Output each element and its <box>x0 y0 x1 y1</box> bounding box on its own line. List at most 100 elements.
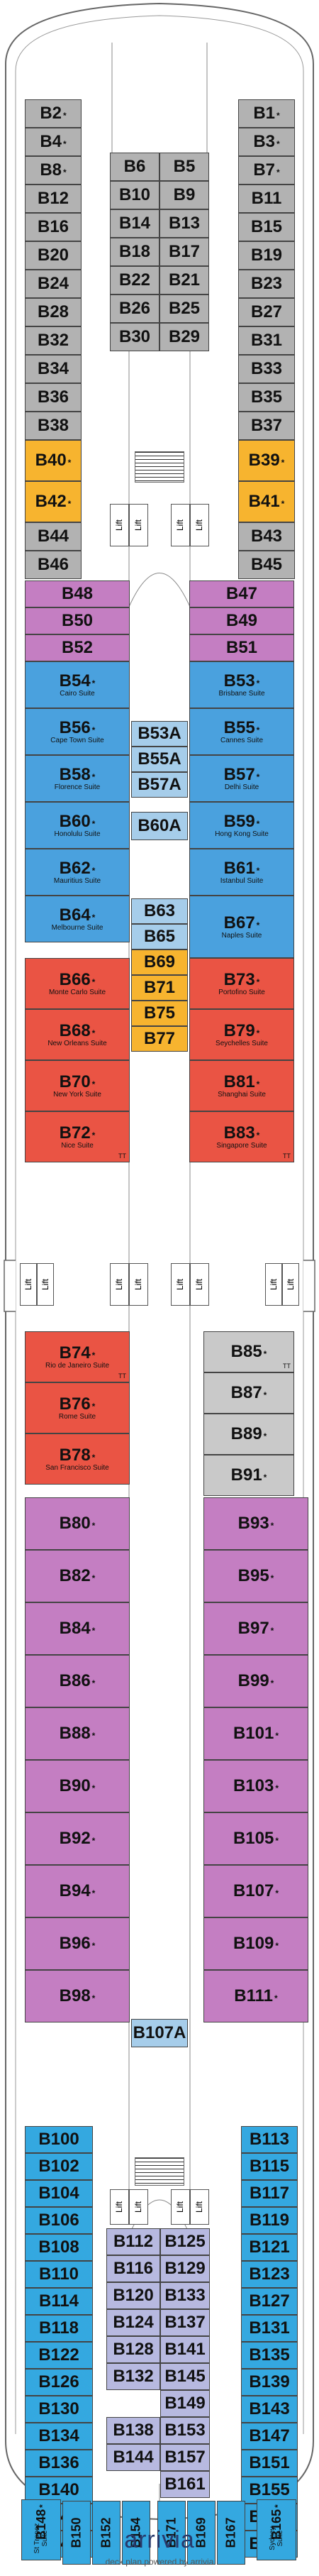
cabin-b80[interactable]: B80* <box>25 1497 130 1550</box>
cabin-b9[interactable]: B9 <box>160 181 209 209</box>
cabin-b63[interactable]: B63 <box>131 898 188 924</box>
cabin-b56[interactable]: B56*Cape Town Suite <box>25 708 130 755</box>
cabin-b157[interactable]: B157 <box>160 2444 210 2471</box>
cabin-b126[interactable]: B126 <box>25 2369 93 2396</box>
cabin-b76[interactable]: B76*Rome Suite <box>25 1382 130 1433</box>
cabin-b52[interactable]: B52 <box>25 634 130 661</box>
cabin-b90[interactable]: B90* <box>25 1760 130 1812</box>
cabin-b104[interactable]: B104 <box>25 2180 93 2207</box>
cabin-b100[interactable]: B100 <box>25 2126 93 2153</box>
cabin-b127[interactable]: B127 <box>241 2288 298 2315</box>
cabin-b106[interactable]: B106 <box>25 2207 93 2234</box>
cabin-b61[interactable]: B61*Istanbul Suite <box>189 849 294 896</box>
cabin-b69[interactable]: B69 <box>131 950 188 975</box>
cabin-b152[interactable]: B152 <box>92 2501 121 2565</box>
cabin-b45[interactable]: B45 <box>238 551 295 579</box>
cabin-b151[interactable]: B151 <box>241 2450 298 2477</box>
cabin-b171[interactable]: B171 <box>157 2501 186 2565</box>
cabin-b96[interactable]: B96* <box>25 1917 130 1970</box>
cabin-b60[interactable]: B60*Honolulu Suite <box>25 802 130 849</box>
cabin-b70[interactable]: B70*New York Suite <box>25 1060 130 1111</box>
cabin-b46[interactable]: B46 <box>25 551 82 579</box>
cabin-b165[interactable]: B165*Sydney Suite <box>257 2499 296 2560</box>
cabin-b10[interactable]: B10 <box>110 181 160 209</box>
cabin-b121[interactable]: B121 <box>241 2234 298 2261</box>
cabin-b125[interactable]: B125 <box>160 2228 210 2255</box>
cabin-b102[interactable]: B102 <box>25 2153 93 2180</box>
cabin-b44[interactable]: B44 <box>25 522 82 551</box>
cabin-b131[interactable]: B131 <box>241 2315 298 2342</box>
cabin-b92[interactable]: B92* <box>25 1812 130 1865</box>
cabin-b66[interactable]: B66*Monte Carlo Suite <box>25 958 130 1009</box>
cabin-b139[interactable]: B139 <box>241 2369 298 2396</box>
cabin-b79[interactable]: B79*Seychelles Suite <box>189 1009 294 1060</box>
cabin-b32[interactable]: B32 <box>25 326 82 355</box>
cabin-b137[interactable]: B137 <box>160 2309 210 2336</box>
cabin-b114[interactable]: B114 <box>25 2288 93 2315</box>
cabin-b68[interactable]: B68*New Orleans Suite <box>25 1009 130 1060</box>
cabin-b48[interactable]: B48 <box>25 580 130 607</box>
cabin-b88[interactable]: B88* <box>25 1707 130 1760</box>
cabin-b49[interactable]: B49 <box>189 607 294 634</box>
cabin-b112[interactable]: B112 <box>106 2228 160 2255</box>
cabin-b85[interactable]: B85*TT <box>203 1331 294 1372</box>
cabin-b47[interactable]: B47 <box>189 580 294 607</box>
cabin-b116[interactable]: B116 <box>106 2255 160 2282</box>
cabin-b20[interactable]: B20 <box>25 241 82 270</box>
cabin-b130[interactable]: B130 <box>25 2396 93 2423</box>
cabin-b25[interactable]: B25 <box>160 295 209 323</box>
cabin-b31[interactable]: B31 <box>238 326 295 355</box>
cabin-b55[interactable]: B55*Cannes Suite <box>189 708 294 755</box>
cabin-b4[interactable]: B4* <box>25 128 82 156</box>
cabin-b8[interactable]: B8* <box>25 156 82 185</box>
cabin-b101[interactable]: B101* <box>203 1707 308 1760</box>
cabin-b107[interactable]: B107* <box>203 1865 308 1917</box>
cabin-b28[interactable]: B28 <box>25 298 82 326</box>
cabin-b51[interactable]: B51 <box>189 634 294 661</box>
cabin-b103[interactable]: B103* <box>203 1760 308 1812</box>
cabin-b26[interactable]: B26 <box>110 295 160 323</box>
cabin-b7[interactable]: B7* <box>238 156 295 185</box>
cabin-b22[interactable]: B22 <box>110 266 160 295</box>
cabin-b134[interactable]: B134 <box>25 2423 93 2450</box>
cabin-b129[interactable]: B129 <box>160 2255 210 2282</box>
cabin-b86[interactable]: B86* <box>25 1655 130 1707</box>
cabin-b35[interactable]: B35 <box>238 383 295 412</box>
cabin-b148[interactable]: B148*St Tropez Suite <box>21 2499 61 2560</box>
cabin-b53[interactable]: B53*Brisbane Suite <box>189 661 294 708</box>
cabin-b84[interactable]: B84* <box>25 1602 130 1655</box>
cabin-b119[interactable]: B119 <box>241 2207 298 2234</box>
cabin-b14[interactable]: B14 <box>110 209 160 238</box>
cabin-b57a[interactable]: B57A <box>131 772 188 798</box>
cabin-b94[interactable]: B94* <box>25 1865 130 1917</box>
cabin-b62[interactable]: B62*Mauritius Suite <box>25 849 130 896</box>
cabin-b55a[interactable]: B55A <box>131 747 188 772</box>
cabin-b36[interactable]: B36 <box>25 383 82 412</box>
cabin-b23[interactable]: B23 <box>238 270 295 298</box>
cabin-b65[interactable]: B65 <box>131 924 188 950</box>
cabin-b144[interactable]: B144 <box>106 2444 160 2471</box>
cabin-b105[interactable]: B105* <box>203 1812 308 1865</box>
cabin-b13[interactable]: B13 <box>160 209 209 238</box>
cabin-b107a[interactable]: B107A <box>131 2019 188 2047</box>
cabin-b161[interactable]: B161 <box>160 2471 210 2498</box>
cabin-b138[interactable]: B138 <box>106 2417 160 2444</box>
cabin-b73[interactable]: B73*Portofino Suite <box>189 958 294 1009</box>
cabin-b54[interactable]: B54*Cairo Suite <box>25 661 130 708</box>
cabin-b17[interactable]: B17 <box>160 238 209 266</box>
cabin-b34[interactable]: B34 <box>25 355 82 383</box>
cabin-b78[interactable]: B78*San Francisco Suite <box>25 1433 130 1485</box>
cabin-b42[interactable]: B42* <box>25 481 82 522</box>
cabin-b143[interactable]: B143 <box>241 2396 298 2423</box>
cabin-b57[interactable]: B57*Delhi Suite <box>189 755 294 802</box>
cabin-b71[interactable]: B71 <box>131 975 188 1001</box>
cabin-b147[interactable]: B147 <box>241 2423 298 2450</box>
cabin-b141[interactable]: B141 <box>160 2336 210 2363</box>
cabin-b67[interactable]: B67*Naples Suite <box>189 896 294 958</box>
cabin-b93[interactable]: B93* <box>203 1497 308 1550</box>
cabin-b110[interactable]: B110 <box>25 2261 93 2288</box>
cabin-b5[interactable]: B5 <box>160 153 209 181</box>
